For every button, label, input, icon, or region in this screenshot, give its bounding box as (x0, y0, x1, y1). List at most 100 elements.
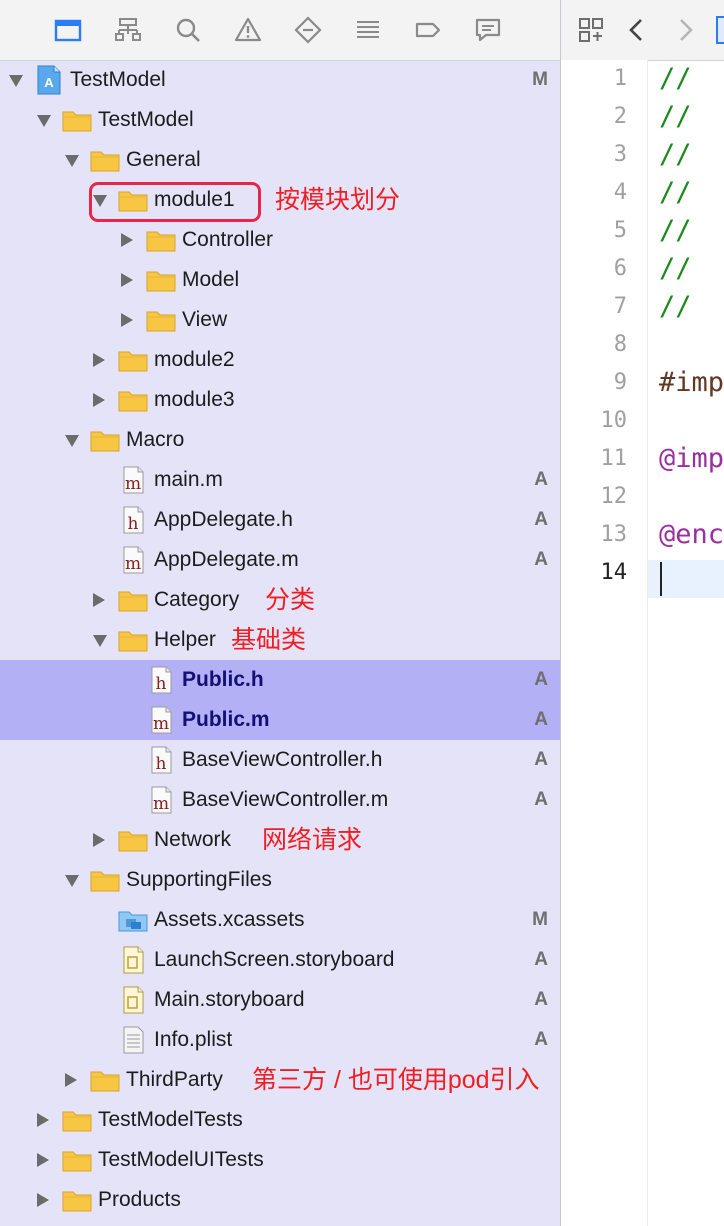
list-icon[interactable] (352, 14, 384, 46)
svg-text:m: m (153, 794, 169, 814)
related-items-icon[interactable] (575, 14, 607, 46)
tree-row-label: module1 (154, 188, 235, 211)
scm-status-badge: A (534, 1029, 548, 1050)
folder-icon (90, 431, 120, 452)
disclosure-open-icon[interactable] (65, 155, 79, 167)
tree-row-label: TestModelTests (98, 1108, 243, 1131)
code-line: // (659, 177, 692, 208)
folder-icon (118, 391, 148, 412)
folder-icon (118, 591, 148, 612)
disclosure-closed-icon[interactable] (65, 1073, 77, 1087)
disclosure-closed-icon[interactable] (93, 353, 105, 367)
text-caret (660, 562, 662, 596)
tree-row[interactable]: Products (0, 1180, 560, 1220)
scm-status-badge: A (534, 709, 548, 730)
tree-row[interactable]: TestModel (0, 100, 560, 140)
header-file-icon: h (123, 506, 144, 534)
code-line: // (659, 63, 692, 94)
project-icon: A (37, 65, 61, 95)
tree-row[interactable]: Controller (0, 220, 560, 260)
tree-row-label: View (182, 308, 228, 331)
tree-row[interactable]: TestModelTests (0, 1100, 560, 1140)
disclosure-closed-icon[interactable] (121, 313, 133, 327)
annotation-text: 网络请求 (262, 826, 363, 854)
tree-row[interactable]: TestModelUITests (0, 1140, 560, 1180)
tree-row-label: main.m (154, 468, 223, 491)
asset-catalog-icon (118, 911, 148, 932)
tree-row-label: SupportingFiles (126, 868, 272, 891)
comment-icon[interactable] (472, 14, 504, 46)
disclosure-open-icon[interactable] (65, 875, 79, 887)
disclosure-closed-icon[interactable] (37, 1113, 49, 1127)
disclosure-open-icon[interactable] (93, 635, 107, 647)
line-number: 11 (600, 446, 628, 471)
tree-row[interactable]: SupportingFiles (0, 860, 560, 900)
disclosure-open-icon[interactable] (65, 435, 79, 447)
tree-row-label: Controller (182, 228, 274, 251)
line-number: 6 (613, 256, 627, 281)
folder-icon (118, 351, 148, 372)
tree-row-label: Assets.xcassets (154, 908, 305, 931)
tag-icon[interactable] (412, 14, 444, 46)
disclosure-closed-icon[interactable] (93, 593, 105, 607)
tree-row[interactable]: module3 (0, 380, 560, 420)
tree-row[interactable]: Model (0, 260, 560, 300)
svg-text:h: h (156, 754, 167, 774)
disclosure-open-icon[interactable] (37, 115, 51, 127)
tree-row-label: BaseViewController.m (182, 788, 389, 811)
disclosure-closed-icon[interactable] (121, 273, 133, 287)
tree-row-label: Public.h (182, 668, 264, 691)
line-number: 13 (600, 522, 628, 547)
editor-toolbar (561, 0, 724, 61)
folder-icon (146, 231, 176, 252)
tree-row[interactable]: View (0, 300, 560, 340)
folder-icon (62, 1151, 92, 1172)
warning-icon[interactable] (232, 14, 264, 46)
disclosure-closed-icon[interactable] (37, 1153, 49, 1167)
tree-row[interactable]: Macro (0, 420, 560, 460)
tree-row[interactable]: module2 (0, 340, 560, 380)
forward-chevron-icon[interactable] (669, 14, 701, 46)
code-line: #imp (659, 367, 724, 398)
disclosure-closed-icon[interactable] (93, 833, 105, 847)
search-icon[interactable] (172, 14, 204, 46)
svg-text:h: h (156, 674, 167, 694)
code-line: // (659, 101, 692, 132)
implementation-file-icon: m (151, 786, 172, 814)
folder-icon (62, 1191, 92, 1212)
disclosure-open-icon[interactable] (93, 195, 107, 207)
folder-icon (118, 631, 148, 652)
implementation-file-icon: m (123, 546, 144, 574)
diamond-icon[interactable] (292, 14, 324, 46)
folder-icon[interactable] (52, 14, 84, 46)
tree-row-label: TestModel (70, 68, 166, 91)
tree-row[interactable]: General (0, 140, 560, 180)
disclosure-closed-icon[interactable] (93, 393, 105, 407)
file-icon[interactable] (716, 16, 724, 44)
hierarchy-icon[interactable] (112, 14, 144, 46)
back-chevron-icon[interactable] (621, 14, 653, 46)
disclosure-closed-icon[interactable] (37, 1193, 49, 1207)
tree-row-label: Model (182, 268, 240, 291)
disclosure-open-icon[interactable] (9, 75, 23, 87)
svg-text:A: A (44, 75, 54, 90)
disclosure-closed-icon[interactable] (121, 233, 133, 247)
